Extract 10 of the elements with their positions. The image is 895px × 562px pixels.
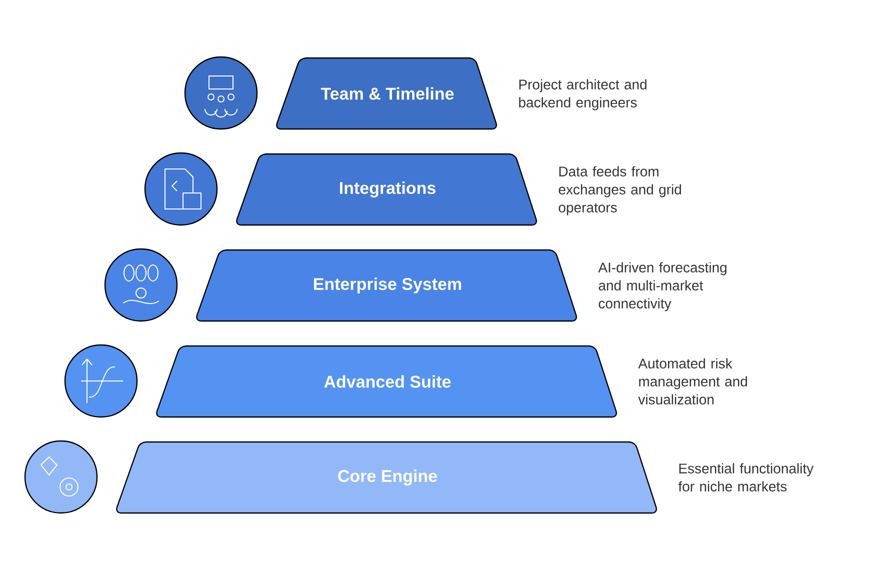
- layer-description: AI-driven forecasting and multi-market connectivity: [598, 262, 726, 312]
- pyramid-layer: Integrations: [236, 153, 538, 226]
- pyramid-layer: Enterprise System: [196, 249, 578, 322]
- layer-description: Automated risk management and visualization: [638, 358, 748, 404]
- layer-description: Essential functionality for niche markets: [678, 463, 814, 492]
- pyramid-layer: Team & Timeline: [276, 57, 498, 130]
- layer-description: Data feeds from exchanges and grid operators: [558, 166, 682, 216]
- pyramid-layer: Advanced Suite: [156, 345, 618, 418]
- layer-description: Project architect and backend engineers: [519, 79, 646, 110]
- pyramid-layer: Core Engine: [116, 441, 658, 514]
